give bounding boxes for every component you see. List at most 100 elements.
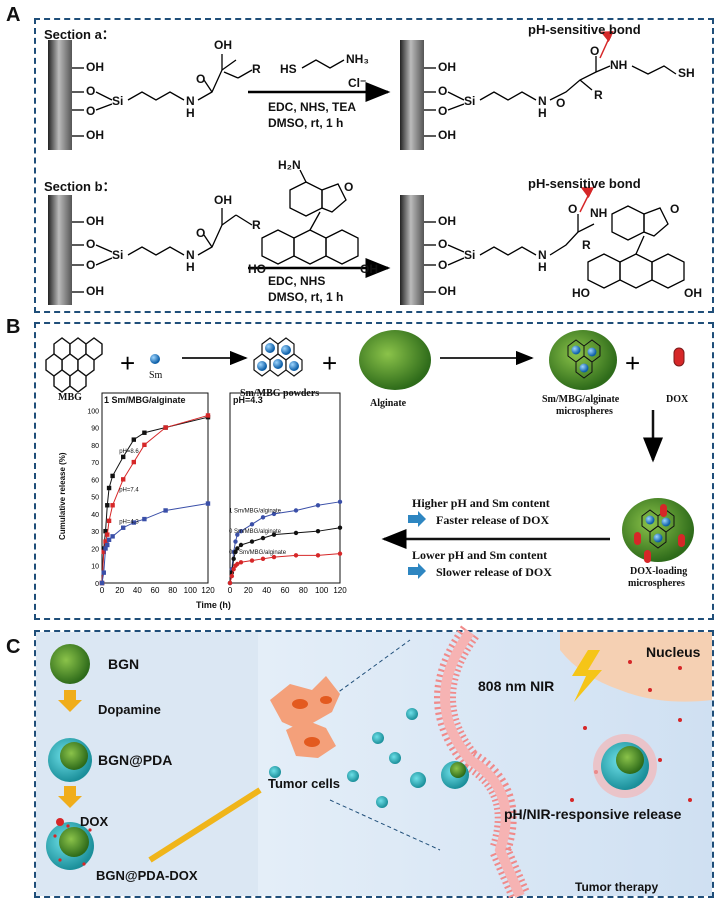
cell-membrane-inner <box>440 629 525 898</box>
r-a: R <box>252 62 261 76</box>
data-point <box>142 442 147 448</box>
panel-b-frame <box>34 322 714 620</box>
nanoparticles-small <box>269 708 469 808</box>
zoom-line-2 <box>329 799 441 851</box>
nh-a: NH <box>610 58 628 72</box>
label-mbg: MBG <box>58 392 82 403</box>
oh-b2: OH <box>86 284 104 298</box>
r-a2: R <box>594 88 603 102</box>
data-point <box>238 542 244 548</box>
y-tick-label: 70 <box>91 460 99 467</box>
blue-arrow-icon-1 <box>408 511 426 527</box>
oh-a1: OH <box>86 60 104 74</box>
conditions-a-2: DMSO, rt, 1 h <box>268 116 344 130</box>
oh-a4: OH <box>438 60 456 74</box>
data-point <box>337 525 343 530</box>
label-nir: 808 nm NIR <box>478 678 555 694</box>
data-point <box>231 556 236 562</box>
plot2-title: pH=4.3 <box>233 395 263 405</box>
plot1-title: 1 Sm/MBG/alginate <box>104 395 186 405</box>
y-tick-label: 30 <box>91 529 99 536</box>
conditions-a-1: EDC, NHS, TEA <box>268 100 357 114</box>
cysteamine-chain <box>301 59 345 69</box>
reagent-o1: O <box>344 180 354 194</box>
panel-letter-b: B <box>6 316 21 338</box>
label-faster: Faster release of DOX <box>436 513 550 527</box>
data-point <box>231 566 236 572</box>
panel-letter-c: C <box>6 636 21 658</box>
si-a2: Si <box>464 94 476 108</box>
alginate-blob-icon <box>359 330 431 390</box>
section-b-title: Section b： <box>44 179 116 194</box>
data-point <box>233 539 238 544</box>
data-point <box>271 554 277 560</box>
series-label: pH=8.6 <box>119 449 139 455</box>
series-label: pH=4.3 <box>119 520 139 526</box>
o-b1: O <box>86 237 96 251</box>
plus-sign-2: + <box>322 348 337 378</box>
data-point <box>131 437 136 442</box>
y-tick-label: 20 <box>91 546 99 553</box>
y-tick-label: 0 <box>95 581 99 588</box>
o-a4: O <box>438 84 448 98</box>
bgn-icon <box>50 644 90 684</box>
x-tick-label: 80 <box>168 586 177 595</box>
oh-b4: OH <box>438 214 456 228</box>
oh-a2: OH <box>86 128 104 142</box>
label-sm-mbg-powders: Sm/MBG powders <box>240 388 320 399</box>
h-b: H <box>186 260 195 274</box>
mbg-honeycomb-icon <box>45 337 103 393</box>
label-slower: Slower release of DOX <box>436 565 552 579</box>
label-higher: Higher pH and Sm content <box>412 496 550 510</box>
oh-b3: OH <box>214 193 232 207</box>
x-tick-label: 40 <box>133 586 142 595</box>
si-b2: Si <box>464 248 476 262</box>
structure-a-left <box>72 54 253 137</box>
bond-label-a: pH-sensitive bond <box>528 22 641 37</box>
plot-xlabel: Time (h) <box>196 600 231 610</box>
series-label: pH=7.4 <box>119 487 139 493</box>
data-point <box>227 580 233 586</box>
data-point <box>271 511 277 517</box>
yellow-arrow-2 <box>58 786 82 808</box>
lightning-bolt-icon <box>572 650 602 702</box>
data-point <box>249 522 255 527</box>
plus-sign-1: + <box>120 348 135 378</box>
reagent-h2n: H₂N <box>278 158 301 172</box>
data-point <box>121 454 126 460</box>
label-microspheres-2: microspheres <box>556 406 613 417</box>
x-tick-label: 0 <box>228 586 233 595</box>
data-point <box>99 580 105 586</box>
oh-a5: OH <box>438 128 456 142</box>
oh-a3: OH <box>214 38 232 52</box>
structure-a-right <box>424 56 677 137</box>
o-b2: O <box>86 258 96 272</box>
series-label: 0.5 Sm/MBG/alginate <box>229 550 287 556</box>
x-tick-label: 80 <box>299 586 308 595</box>
y-tick-label: 10 <box>91 564 99 571</box>
structure-b-right <box>424 205 685 293</box>
o-b4: O <box>438 237 448 251</box>
x-tick-label: 20 <box>244 586 253 595</box>
x-tick-label: 60 <box>281 586 290 595</box>
data-point <box>238 560 244 565</box>
x-tick-label: 100 <box>315 586 329 595</box>
data-point <box>229 573 235 579</box>
data-point <box>205 501 211 506</box>
label-lower: Lower pH and Sm content <box>412 548 548 562</box>
microsphere-icon <box>549 330 617 390</box>
data-point <box>260 535 266 541</box>
n-b: N <box>186 248 195 262</box>
data-point <box>105 542 110 548</box>
data-point <box>293 553 299 558</box>
o-b3: O <box>196 226 206 240</box>
y-tick-label: 100 <box>87 408 99 415</box>
nh-b: NH <box>590 206 608 220</box>
label-nucleus: Nucleus <box>646 644 701 660</box>
oh-b5: OH <box>438 284 456 298</box>
o-a7: O <box>590 44 600 58</box>
conditions-b-1: EDC, NHS <box>268 274 326 288</box>
connector-line <box>148 787 262 863</box>
